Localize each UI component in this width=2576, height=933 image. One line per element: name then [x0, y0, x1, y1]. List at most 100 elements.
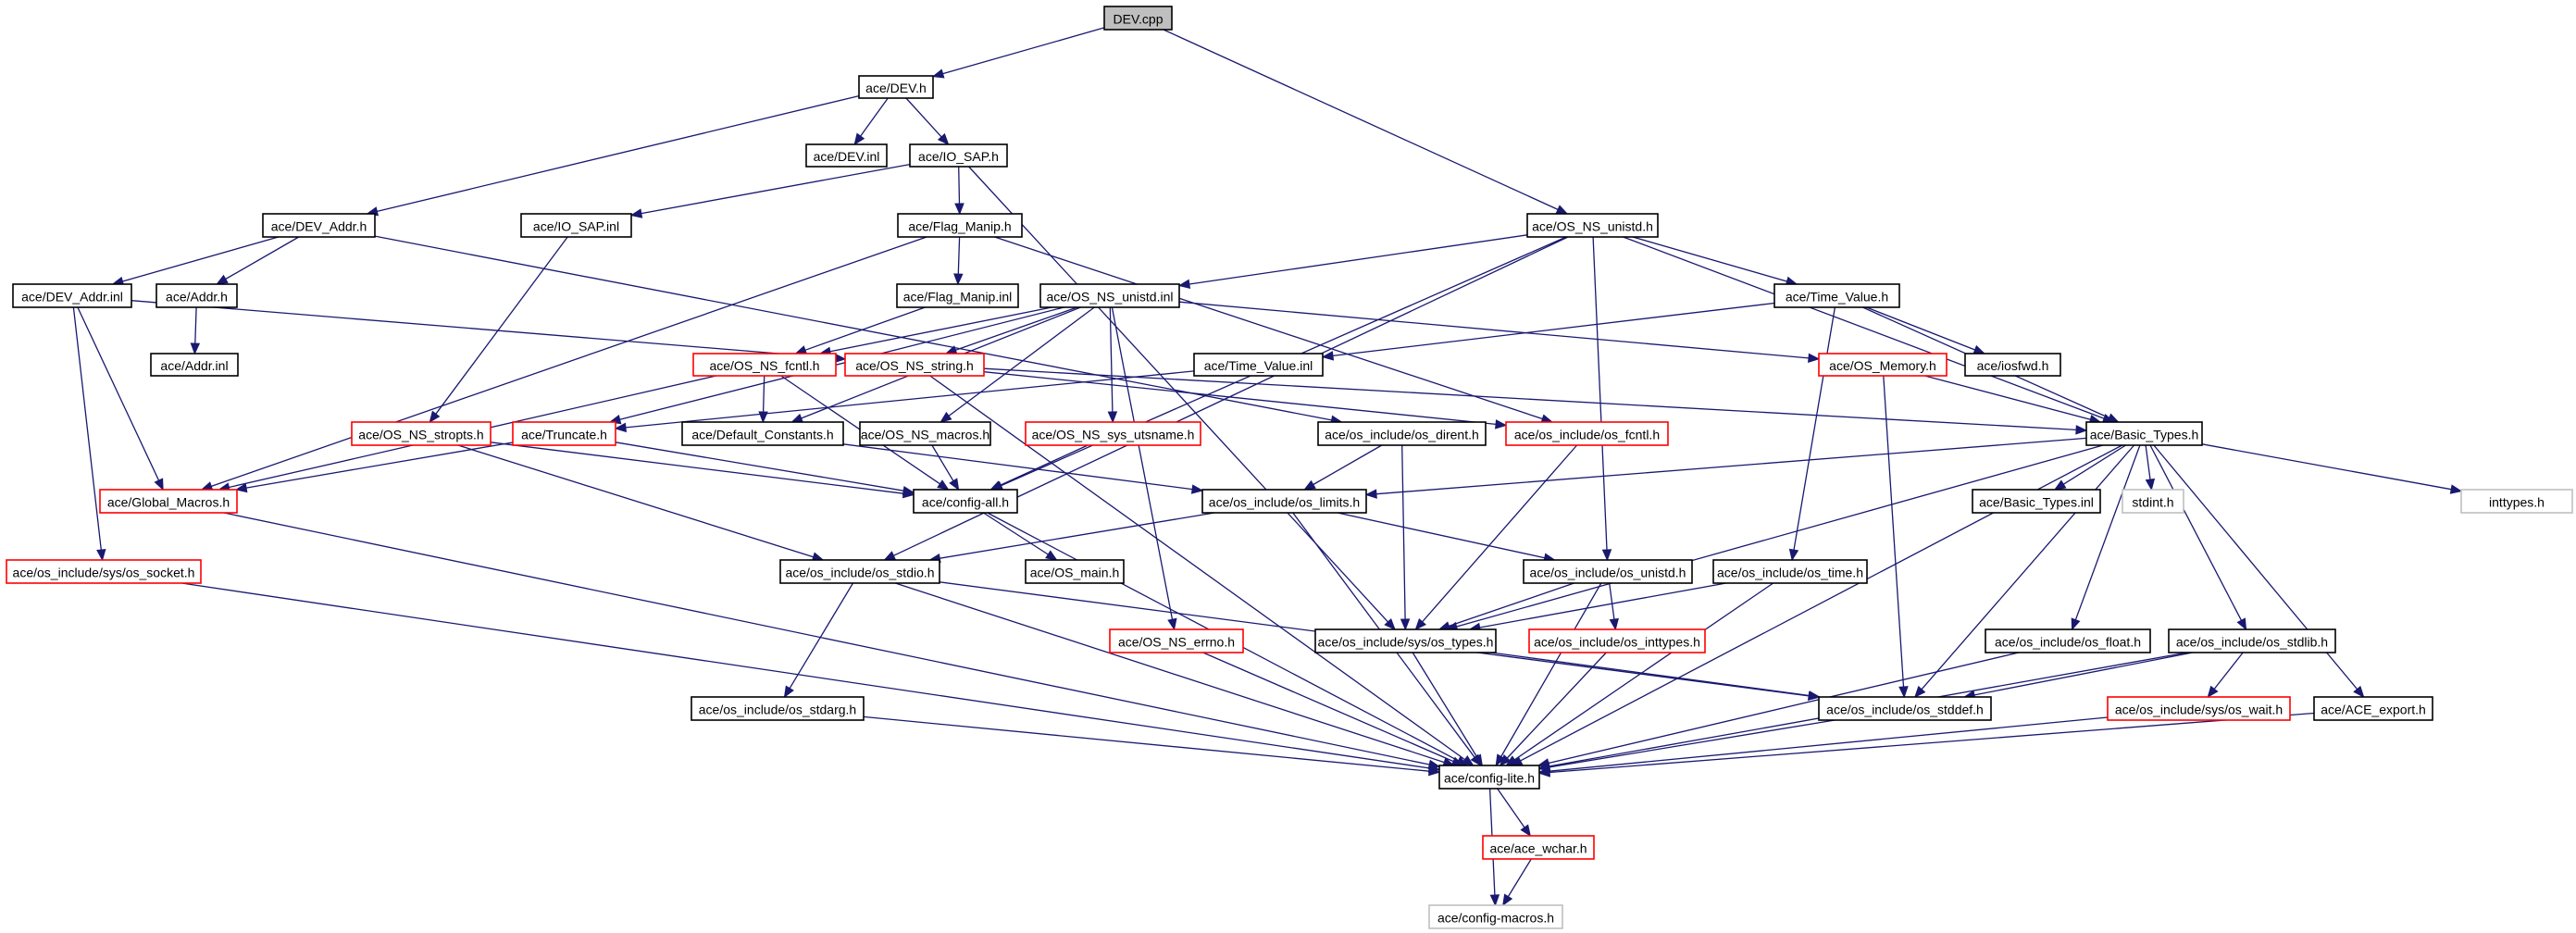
edge-basic_types_h-to-os_stdlib_h — [2149, 444, 2247, 631]
node-label: ace/Basic_Types.inl — [1979, 495, 2094, 510]
node-os-ns-sys-utsname-h[interactable]: ace/OS_NS_sys_utsname.h — [1025, 421, 1201, 446]
node-os-stdio-h[interactable]: ace/os_include/os_stdio.h — [779, 559, 940, 584]
node-box — [2460, 489, 2573, 514]
node-label: ace/Global_Macros.h — [107, 495, 230, 510]
node-os-ns-errno-h[interactable]: ace/OS_NS_errno.h — [1109, 628, 1244, 653]
node-default-constants-h[interactable]: ace/Default_Constants.h — [681, 421, 844, 446]
node-label: ace/Flag_Manip.inl — [903, 290, 1013, 305]
edge-line — [1514, 582, 1774, 761]
edge-time_value_h-to-time_value_inl — [1321, 302, 1775, 361]
edge-os_stdlib_h-to-os_wait_h — [2207, 652, 2244, 699]
node-os-main-h[interactable]: ace/OS_main.h — [1025, 559, 1125, 584]
node-os-fcntl-h[interactable]: ace/os_include/os_fcntl.h — [1505, 421, 1669, 446]
node-os-memory-h[interactable]: ace/OS_Memory.h — [1818, 353, 1948, 377]
node-box — [681, 421, 844, 446]
edge-os_socket_h-to-config_lite_h — [181, 582, 1441, 773]
node-io-sap-inl[interactable]: ace/IO_SAP.inl — [520, 213, 632, 238]
node-dev-h[interactable]: ace/DEV.h — [858, 75, 934, 99]
node-label: ace/OS_NS_errno.h — [1118, 635, 1235, 650]
edge-line — [1178, 301, 1810, 359]
node-os-stdlib-h[interactable]: ace/os_include/os_stdlib.h — [2168, 628, 2336, 653]
arrowhead-icon — [614, 422, 627, 433]
edge-flag_manip_inl-to-os_ns_fcntl_h — [794, 306, 926, 355]
arrowhead-icon — [1972, 344, 1986, 355]
edge-line — [457, 444, 814, 558]
node-os-ns-fcntl-h[interactable]: ace/OS_NS_fcntl.h — [692, 353, 837, 377]
node-basic-types-inl[interactable]: ace/Basic_Types.inl — [1972, 489, 2101, 514]
node-truncate-h[interactable]: ace/Truncate.h — [512, 421, 616, 446]
node-box — [1985, 628, 2151, 653]
arrowhead-icon — [1601, 549, 1612, 562]
arrowhead-icon — [1914, 685, 1926, 698]
node-ace-export-h[interactable]: ace/ACE_export.h — [2313, 696, 2433, 721]
node-config-all-h[interactable]: ace/config-all.h — [913, 489, 1018, 514]
node-os-float-h[interactable]: ace/os_include/os_float.h — [1985, 628, 2151, 653]
node-box — [913, 489, 1018, 514]
node-box — [1818, 353, 1948, 377]
node-time-value-h[interactable]: ace/Time_Value.h — [1773, 283, 1900, 308]
node-os-ns-macros-h[interactable]: ace/OS_NS_macros.h — [859, 421, 991, 446]
arrowhead-icon — [1788, 548, 1799, 562]
node-label: ace/config-lite.h — [1444, 771, 1535, 786]
node-os-ns-unistd-h[interactable]: ace/OS_NS_unistd.h — [1526, 213, 1659, 238]
edge-line — [762, 375, 765, 413]
node-basic-types-h[interactable]: ace/Basic_Types.h — [2085, 421, 2203, 446]
node-os-limits-h[interactable]: ace/os_include/os_limits.h — [1201, 489, 1367, 514]
edge-line — [1479, 582, 1726, 628]
node-box — [691, 696, 865, 721]
arrowhead-icon — [937, 479, 950, 491]
node-os-dirent-h[interactable]: ace/os_include/os_dirent.h — [1317, 421, 1487, 446]
node-box — [858, 75, 934, 99]
node-os-socket-h[interactable]: ace/os_include/sys/os_socket.h — [6, 559, 202, 584]
edge-truncate_h-to-global_macros_h — [234, 442, 514, 493]
arrowhead-icon — [783, 685, 794, 699]
node-iosfwd-h[interactable]: ace/iosfwd.h — [1964, 353, 2061, 377]
edge-dev_h-to-dev_addr_h — [366, 94, 860, 217]
arrowhead-icon — [953, 273, 964, 286]
edge-os_stdlib_h-to-os_stddef_h — [1962, 652, 2193, 700]
arrowhead-icon — [902, 485, 915, 496]
edge-os_unistd_h-to-os_inttypes_h — [1609, 582, 1619, 631]
node-os-inttypes-h[interactable]: ace/os_include/os_inttypes.h — [1528, 628, 1706, 653]
node-config-lite-h[interactable]: ace/config-lite.h — [1438, 765, 1540, 790]
edge-truncate_h-to-config_all_h — [615, 442, 915, 496]
node-os-ns-unistd-inl[interactable]: ace/OS_NS_unistd.inl — [1039, 283, 1180, 308]
arrowhead-icon — [1414, 617, 1426, 630]
node-ace-wchar-h[interactable]: ace/ace_wchar.h — [1482, 835, 1595, 860]
edge-dev_cpp-to-dev_h — [931, 27, 1105, 79]
node-os-ns-stropts-h[interactable]: ace/OS_NS_stropts.h — [351, 421, 492, 446]
node-box — [1505, 421, 1669, 446]
edge-line — [625, 370, 1195, 429]
node-dev-addr-inl[interactable]: ace/DEV_Addr.inl — [12, 283, 132, 308]
node-time-value-inl[interactable]: ace/Time_Value.inl — [1193, 353, 1324, 377]
node-os-unistd-h[interactable]: ace/os_include/os_unistd.h — [1523, 559, 1693, 584]
node-box — [692, 353, 837, 377]
arrowhead-icon — [1555, 205, 1569, 215]
node-addr-h[interactable]: ace/Addr.h — [156, 283, 238, 308]
edge-line — [860, 97, 889, 137]
node-box — [1438, 765, 1540, 790]
node-dev-inl[interactable]: ace/DEV.inl — [805, 143, 888, 168]
node-flag-manip-h[interactable]: ace/Flag_Manip.h — [897, 213, 1023, 238]
edge-basic_types_h-to-os_types_h — [1445, 444, 2104, 631]
node-os-stddef-h[interactable]: ace/os_include/os_stddef.h — [1818, 696, 1992, 721]
node-label: ace/OS_NS_sys_utsname.h — [1032, 428, 1195, 442]
node-box — [520, 213, 632, 238]
node-global-macros-h[interactable]: ace/Global_Macros.h — [99, 489, 238, 514]
node-addr-inl[interactable]: ace/Addr.inl — [150, 353, 239, 377]
arrowhead-icon — [1898, 686, 1909, 699]
edge-line — [931, 444, 954, 481]
edge-line — [940, 512, 1215, 559]
node-dev-addr-h[interactable]: ace/DEV_Addr.h — [262, 213, 376, 238]
node-os-stdarg-h[interactable]: ace/os_include/os_stdarg.h — [691, 696, 865, 721]
node-os-types-h[interactable]: ace/os_include/sys/os_types.h — [1314, 628, 1497, 653]
node-os-wait-h[interactable]: ace/os_include/sys/os_wait.h — [2107, 696, 2291, 721]
arrowhead-icon — [234, 482, 248, 493]
edge-line — [2201, 443, 2452, 491]
node-os-time-h[interactable]: ace/os_include/os_time.h — [1712, 559, 1868, 584]
node-io-sap-h[interactable]: ace/IO_SAP.h — [909, 143, 1008, 168]
node-os-ns-string-h[interactable]: ace/OS_NS_string.h — [844, 353, 985, 377]
node-flag-manip-inl[interactable]: ace/Flag_Manip.inl — [896, 283, 1019, 308]
edge-line — [1332, 302, 1775, 357]
node-label: ace/DEV.h — [865, 81, 927, 95]
